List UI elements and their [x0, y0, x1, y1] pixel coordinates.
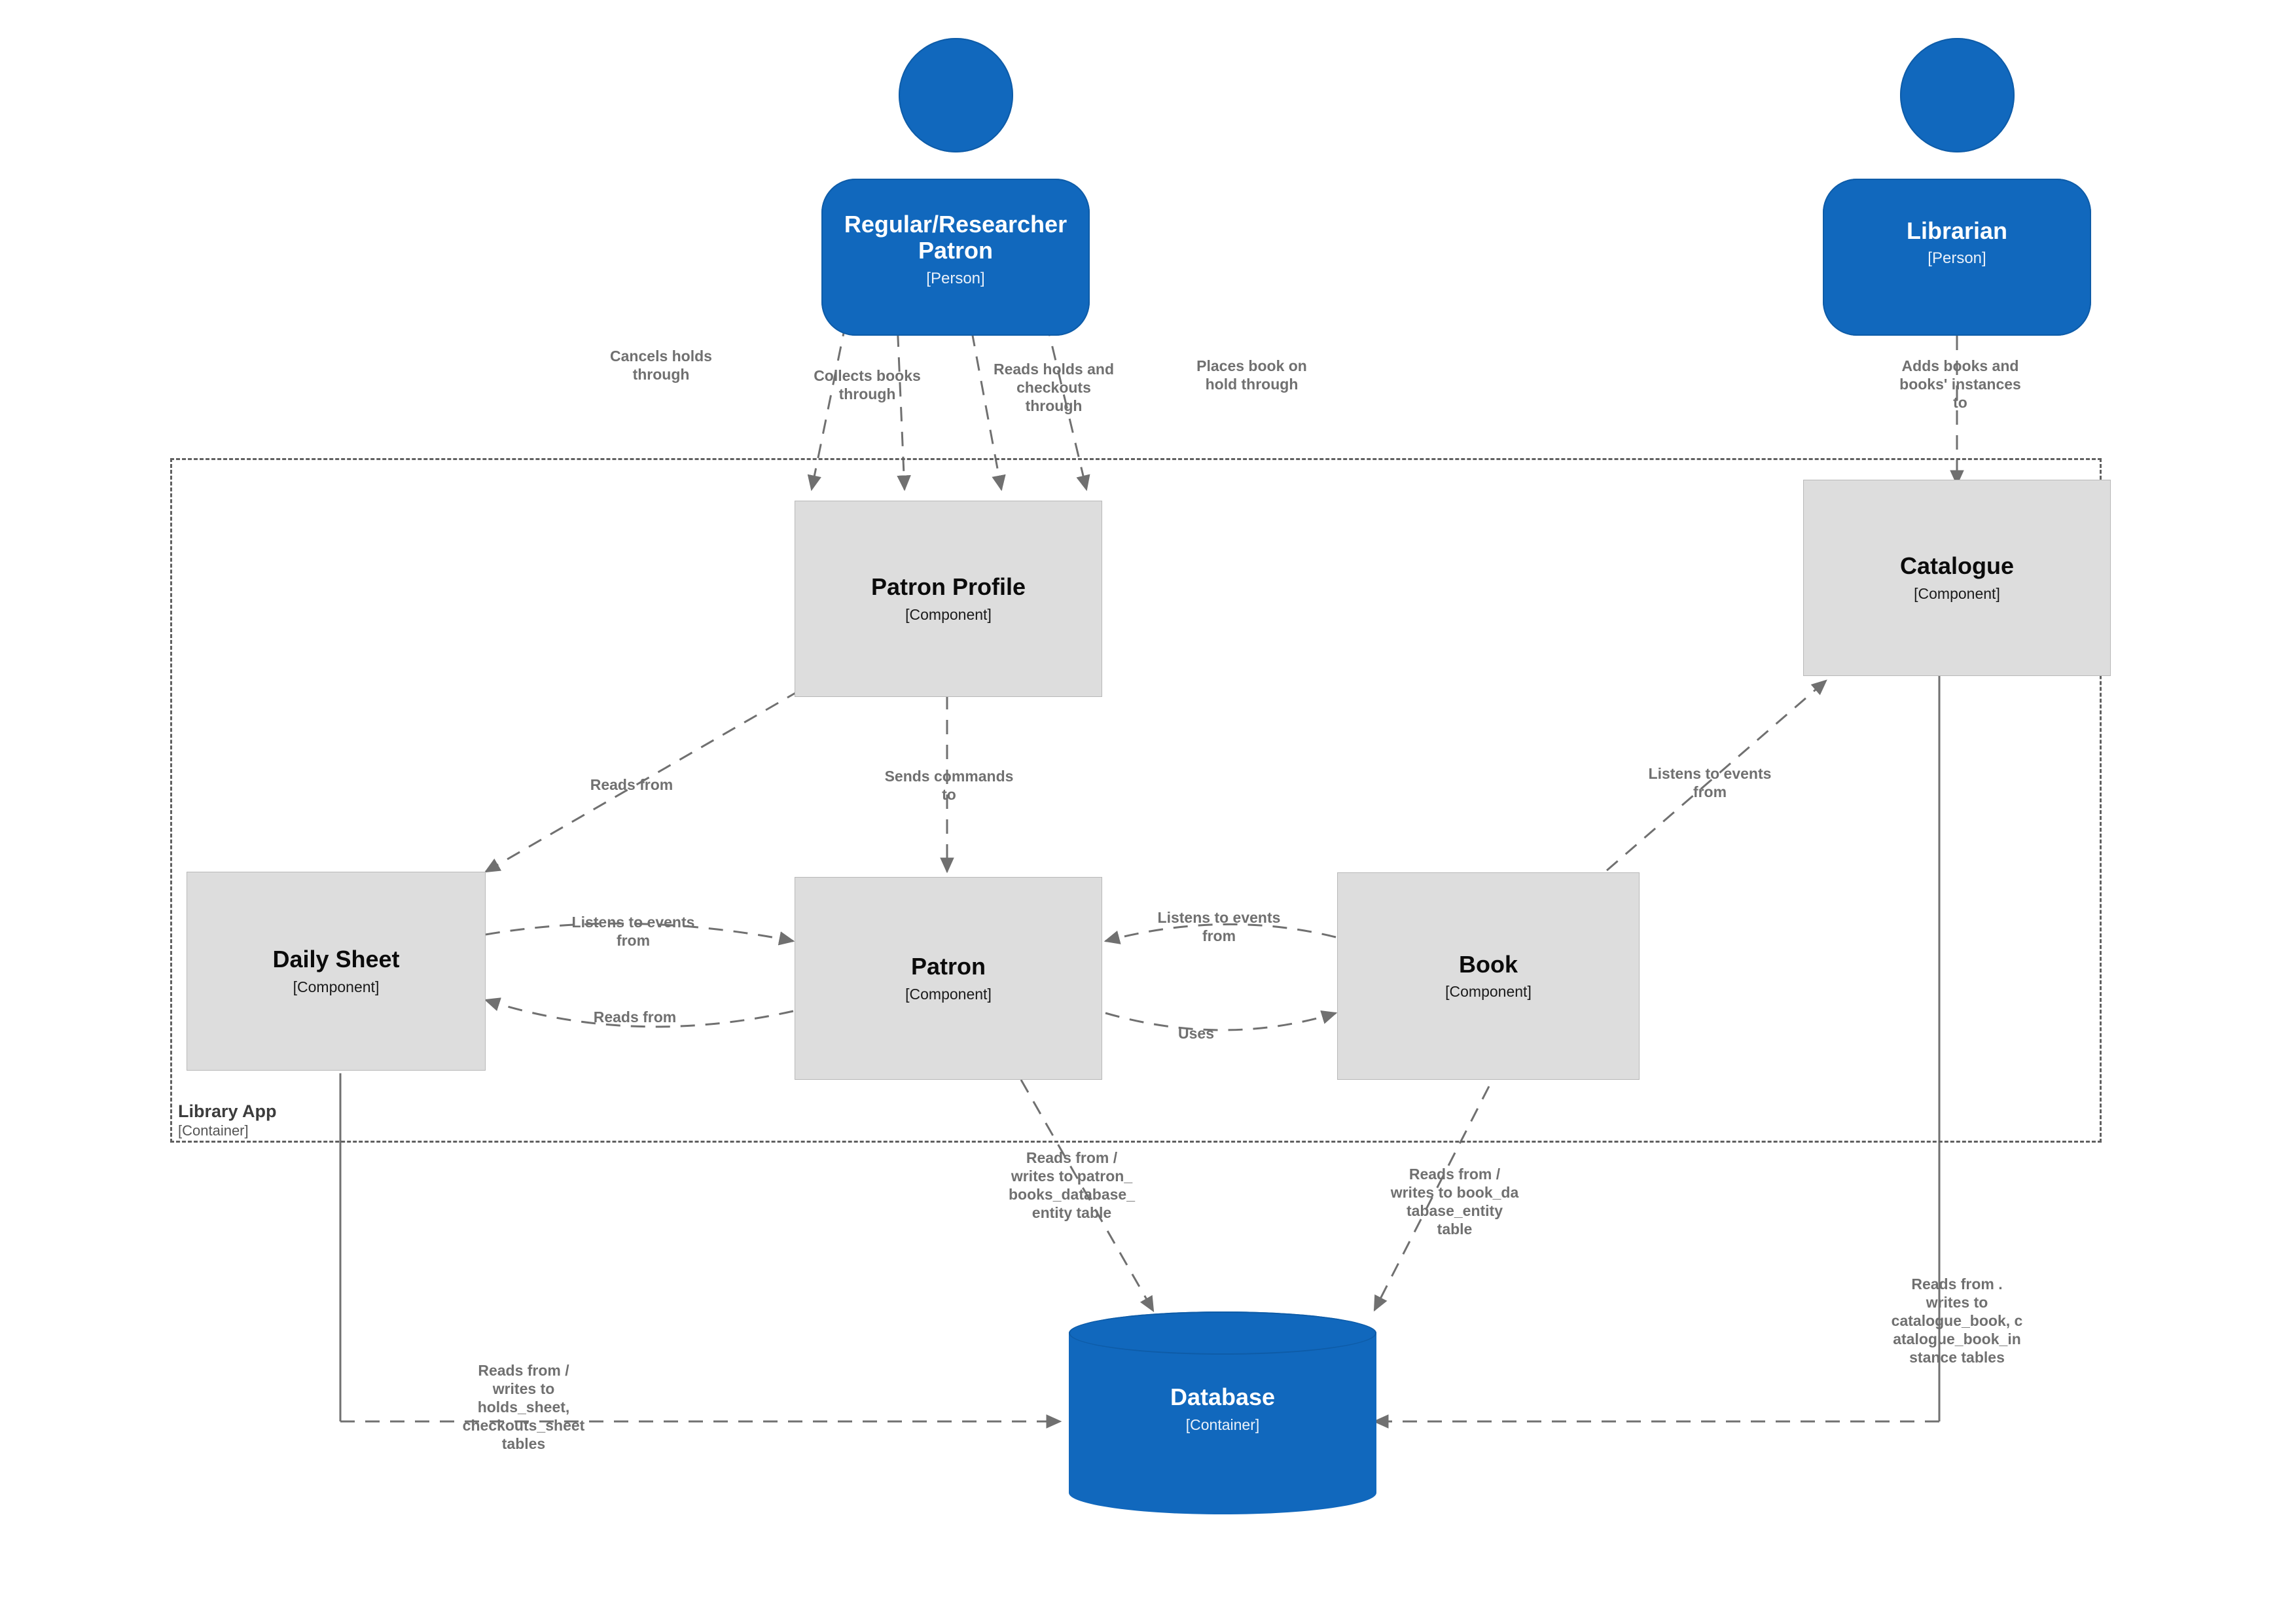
edge-patron-uses-book: [1105, 1010, 1338, 1031]
person-body: Librarian [Person]: [1823, 179, 2091, 336]
component-type: [Component]: [1914, 584, 2000, 602]
component-title: Patron: [910, 953, 986, 980]
component-book[interactable]: Book [Component]: [1337, 872, 1640, 1080]
edge-patron-reads-sheet: [484, 997, 794, 1028]
edge-label-sheet-db-tables: Reads from / writes to holds_sheet, chec…: [462, 1362, 585, 1453]
cylinder-body: [1069, 1333, 1376, 1493]
edge-label-book-listens-catalogue: Listens to events from: [1648, 765, 1772, 801]
edge-profile-reads-sheet: [484, 689, 800, 873]
edge-patron-db: [1020, 1079, 1155, 1313]
component-patron-profile[interactable]: Patron Profile [Component]: [795, 501, 1102, 697]
edge-label-collects-books: Collects books through: [814, 367, 921, 403]
edge-label-places-book-on-hold: Places book on hold through: [1196, 357, 1307, 393]
component-type: [Component]: [293, 978, 380, 995]
person-librarian[interactable]: Librarian [Person]: [1823, 38, 2091, 336]
component-type: [Component]: [905, 985, 992, 1003]
component-patron[interactable]: Patron [Component]: [795, 877, 1102, 1080]
person-type: [Person]: [1928, 249, 1986, 268]
person-regular-researcher-patron[interactable]: Regular/Researcher Patron [Person]: [821, 38, 1090, 336]
component-type: [Component]: [1445, 983, 1532, 1001]
component-title: Book: [1459, 950, 1518, 978]
database-title: Database: [1170, 1383, 1276, 1410]
component-title: Patron Profile: [870, 573, 1026, 601]
edge-label-patron-reads-sheet: Reads from: [593, 1008, 677, 1026]
person-head-icon: [1900, 38, 2015, 152]
boundary-type: [Container]: [178, 1122, 249, 1139]
component-title: Daily Sheet: [272, 946, 400, 973]
library-app-boundary-label: Library App [Container]: [178, 1101, 277, 1139]
edge-label-catalogue-db-tables: Reads from . writes to catalogue_book, c…: [1891, 1275, 2023, 1366]
library-app-boundary: [170, 458, 2102, 1143]
component-catalogue[interactable]: Catalogue [Component]: [1803, 480, 2111, 676]
edge-label-book-db-table: Reads from / writes to book_da tabase_en…: [1390, 1166, 1519, 1238]
database-label: Database [Container]: [1069, 1383, 1376, 1434]
edge-label-reads-holds-checkouts: Reads holds and checkouts through: [993, 361, 1115, 415]
person-type: [Person]: [926, 269, 985, 287]
person-body: Regular/Researcher Patron [Person]: [821, 179, 1090, 336]
boundary-title: Library App: [178, 1101, 277, 1121]
edge-sheet-listens-patron: [485, 922, 795, 946]
person-head-icon: [899, 38, 1013, 152]
database-type: [Container]: [1185, 1416, 1260, 1433]
edge-book-listens-patron: [1103, 923, 1336, 944]
database-cylinder[interactable]: Database [Container]: [1069, 1311, 1376, 1514]
edge-label-book-listens-patron: Listens to events from: [1157, 909, 1281, 945]
cylinder-top: [1069, 1311, 1376, 1355]
person-title: Librarian: [1906, 217, 2008, 244]
edge-label-sends-commands-to: Sends commands to: [884, 768, 1014, 804]
edge-label-adds-books: Adds books and books' instances to: [1899, 357, 2021, 412]
edge-label-sheet-listens-patron: Listens to events from: [571, 914, 695, 950]
person-title: Regular/Researcher Patron: [844, 211, 1067, 264]
component-daily-sheet[interactable]: Daily Sheet [Component]: [187, 872, 486, 1071]
edge-label-profile-reads-from-sheet: Reads from: [590, 776, 673, 793]
edge-label-patron-db-table: Reads from / writes to patron_ books_dat…: [1008, 1149, 1136, 1222]
component-title: Catalogue: [1899, 552, 2015, 580]
edge-label-patron-uses-book: Uses: [1178, 1025, 1214, 1042]
edge-book-db: [1373, 1086, 1490, 1312]
edge-label-cancels-holds: Cancels holds through: [610, 348, 712, 383]
component-type: [Component]: [905, 605, 992, 623]
